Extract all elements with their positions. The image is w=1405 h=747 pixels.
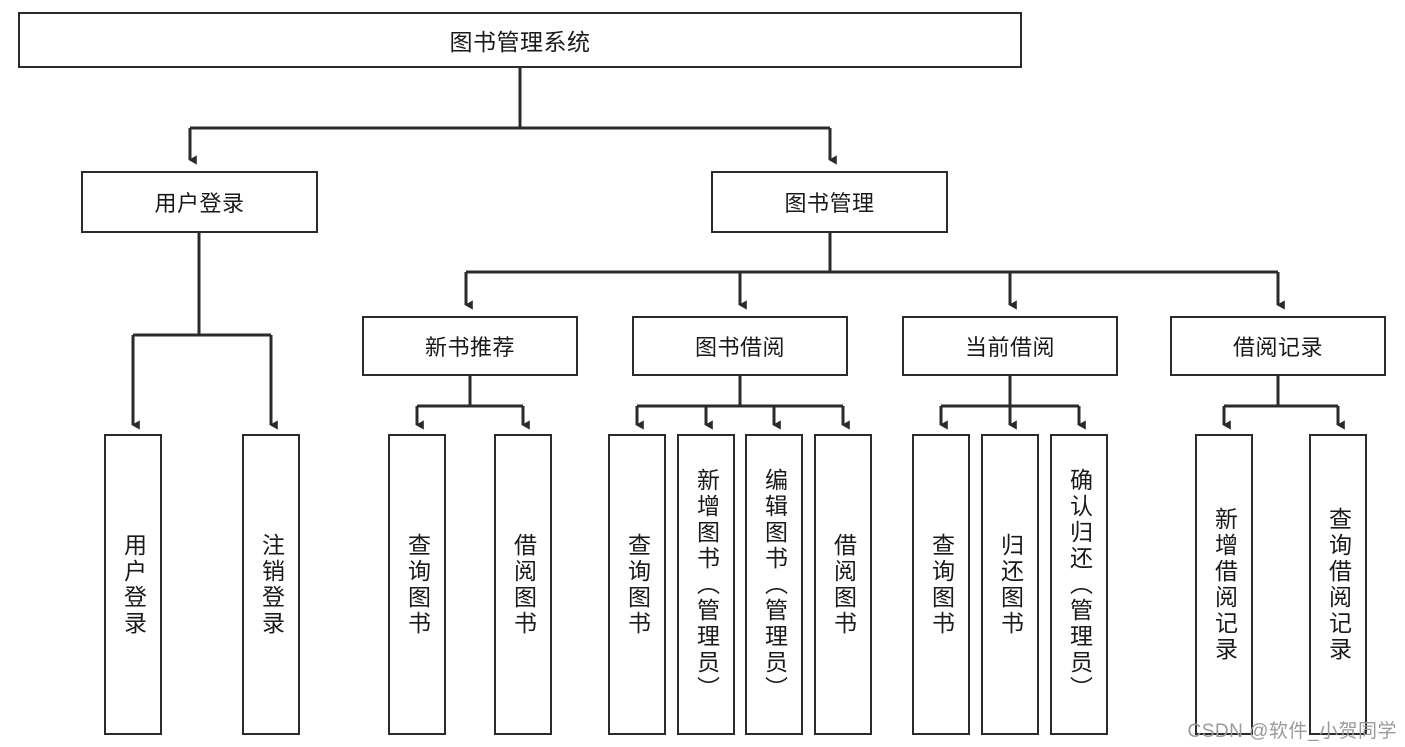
node-book-management[interactable]: 图书管理 xyxy=(711,171,948,233)
leaf-book-borrow-query[interactable]: 查询图书 xyxy=(608,434,666,735)
leaf-borrow-records-query[interactable]: 查询借阅记录 xyxy=(1309,434,1367,735)
node-user-login[interactable]: 用户登录 xyxy=(81,171,318,233)
node-borrow-records[interactable]: 借阅记录 xyxy=(1170,316,1386,376)
node-book-borrow[interactable]: 图书借阅 xyxy=(632,316,848,376)
leaf-label: 新增借阅记录 xyxy=(1211,506,1238,663)
leaf-user-login-login[interactable]: 用户登录 xyxy=(104,434,162,735)
leaf-label: 确认归还（管理员） xyxy=(1066,467,1093,702)
leaf-book-borrow-borrow[interactable]: 借阅图书 xyxy=(814,434,872,735)
node-book-management-label: 图书管理 xyxy=(784,191,875,216)
leaf-book-borrow-edit[interactable]: 编辑图书（管理员） xyxy=(745,434,803,735)
leaf-label: 借阅图书 xyxy=(510,532,537,637)
node-new-book-recommend[interactable]: 新书推荐 xyxy=(362,316,578,376)
leaf-label: 查询图书 xyxy=(404,532,431,637)
leaf-borrow-records-add[interactable]: 新增借阅记录 xyxy=(1195,434,1253,735)
leaf-label: 新增图书（管理员） xyxy=(693,467,720,702)
leaf-label: 归还图书 xyxy=(997,532,1024,637)
node-root-system[interactable]: 图书管理系统 xyxy=(18,12,1022,68)
leaf-current-borrow-query[interactable]: 查询图书 xyxy=(912,434,970,735)
node-root-label: 图书管理系统 xyxy=(449,29,591,55)
leaf-current-borrow-return[interactable]: 归还图书 xyxy=(981,434,1039,735)
leaf-label: 查询图书 xyxy=(928,532,955,637)
node-current-borrow-label: 当前借阅 xyxy=(964,335,1055,360)
leaf-new-book-query[interactable]: 查询图书 xyxy=(388,434,446,735)
node-user-login-label: 用户登录 xyxy=(154,191,245,216)
node-borrow-records-label: 借阅记录 xyxy=(1232,335,1323,360)
leaf-user-login-logout[interactable]: 注销登录 xyxy=(242,434,300,735)
node-current-borrow[interactable]: 当前借阅 xyxy=(902,316,1118,376)
leaf-label: 借阅图书 xyxy=(830,532,857,637)
node-new-book-recommend-label: 新书推荐 xyxy=(424,335,515,360)
leaf-label: 查询借阅记录 xyxy=(1325,506,1352,663)
leaf-book-borrow-add[interactable]: 新增图书（管理员） xyxy=(677,434,735,735)
watermark-text: CSDN @软件_小贺同学 xyxy=(1187,721,1397,742)
node-book-borrow-label: 图书借阅 xyxy=(694,335,785,360)
leaf-label: 注销登录 xyxy=(258,532,285,637)
leaf-label: 编辑图书（管理员） xyxy=(761,467,788,702)
leaf-new-book-borrow[interactable]: 借阅图书 xyxy=(494,434,552,735)
leaf-label: 查询图书 xyxy=(624,532,651,637)
leaf-label: 用户登录 xyxy=(120,532,147,637)
leaf-current-borrow-confirm[interactable]: 确认归还（管理员） xyxy=(1050,434,1108,735)
